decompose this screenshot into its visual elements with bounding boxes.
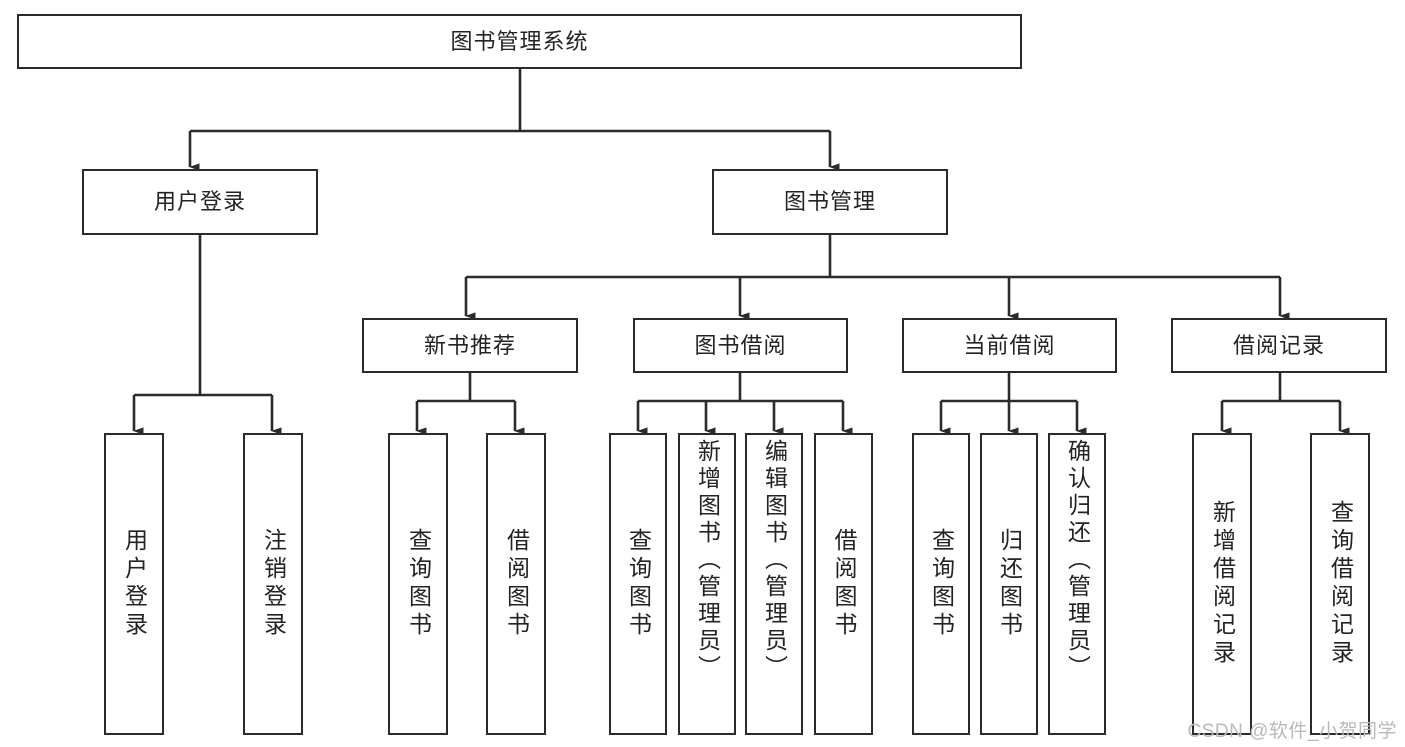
node-label: 查询图书	[625, 528, 652, 640]
leaf-borrow-record-add-record[interactable]: 新增借阅记录	[1192, 433, 1252, 735]
node-user-login[interactable]: 用户登录	[82, 169, 318, 235]
node-label: 借阅记录	[1232, 332, 1325, 358]
node-root-book-management-system[interactable]: 图书管理系统	[17, 14, 1022, 69]
leaf-user-login-logout[interactable]: 注销登录	[243, 433, 303, 735]
node-label: 用户登录	[121, 528, 148, 640]
leaf-book-borrow-edit-book-admin[interactable]: 编辑图书（管理员）	[745, 433, 803, 735]
node-label: 查询图书	[928, 528, 955, 640]
node-label: 借阅图书	[503, 528, 530, 640]
node-label: 新书推荐	[423, 332, 516, 358]
leaf-book-borrow-query-book[interactable]: 查询图书	[609, 433, 667, 735]
node-label: 借阅图书	[831, 528, 857, 640]
leaf-book-borrow-borrow-book[interactable]: 借阅图书	[814, 433, 873, 735]
watermark-text: CSDN @软件_小贺同学	[1187, 721, 1397, 742]
node-label: 新增图书（管理员）	[694, 439, 721, 682]
node-current-borrow[interactable]: 当前借阅	[902, 318, 1117, 373]
node-label: 查询借阅记录	[1327, 500, 1354, 668]
leaf-current-borrow-confirm-return-admin[interactable]: 确认归还（管理员）	[1048, 433, 1106, 735]
leaf-borrow-record-query-record[interactable]: 查询借阅记录	[1310, 433, 1370, 735]
node-label: 归还图书	[996, 528, 1023, 640]
node-borrow-record[interactable]: 借阅记录	[1171, 318, 1387, 373]
node-label: 注销登录	[260, 528, 287, 640]
node-label: 用户登录	[153, 189, 246, 215]
node-label: 确认归还（管理员）	[1064, 439, 1091, 682]
node-book-management[interactable]: 图书管理	[712, 169, 948, 235]
leaf-user-login-login[interactable]: 用户登录	[104, 433, 164, 735]
node-label: 编辑图书（管理员）	[761, 439, 788, 682]
node-label: 当前借阅	[963, 332, 1056, 358]
leaf-new-book-borrow-book[interactable]: 借阅图书	[486, 433, 546, 735]
leaf-book-borrow-add-book-admin[interactable]: 新增图书（管理员）	[678, 433, 736, 735]
node-new-book-recommend[interactable]: 新书推荐	[362, 318, 578, 373]
node-book-borrow[interactable]: 图书借阅	[633, 318, 848, 373]
node-label: 新增借阅记录	[1209, 500, 1236, 668]
node-label: 查询图书	[405, 528, 432, 640]
node-label: 图书管理	[783, 189, 876, 215]
leaf-current-borrow-query-book[interactable]: 查询图书	[912, 433, 970, 735]
leaf-new-book-query-book[interactable]: 查询图书	[388, 433, 448, 735]
node-label: 图书借阅	[694, 332, 787, 358]
leaf-current-borrow-return-book[interactable]: 归还图书	[980, 433, 1038, 735]
node-label: 图书管理系统	[450, 28, 589, 54]
